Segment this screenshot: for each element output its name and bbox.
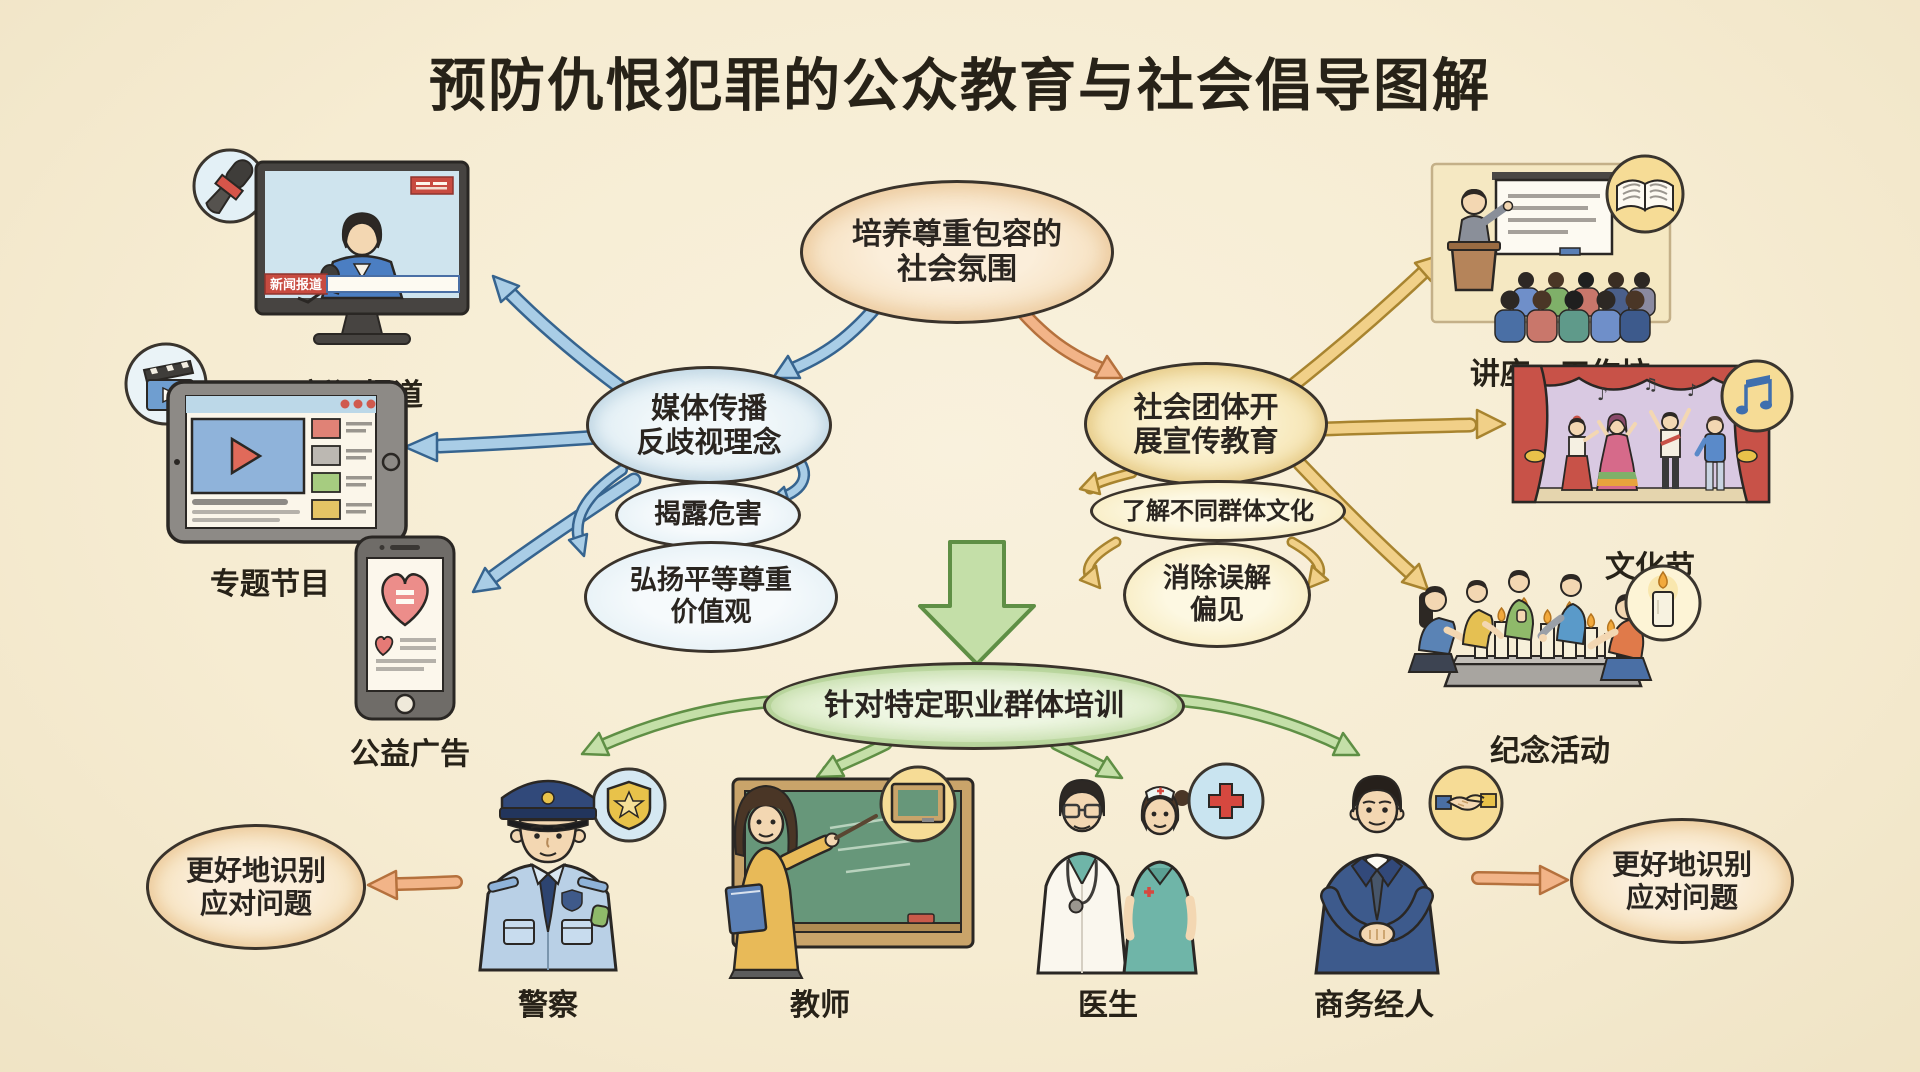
node-expose-harm: 揭露危害 — [615, 481, 801, 549]
psa-figure: 公益广告 — [350, 533, 470, 773]
open-book-icon — [1605, 154, 1685, 234]
page-title: 预防仇恨犯罪的公众教育与社会倡导图解 — [429, 53, 1491, 119]
memorial-figure: 纪念活动 — [1395, 552, 1705, 770]
teacher-figure: 教师 — [670, 758, 1000, 1023]
profession-label-teacher: 教师 — [790, 988, 850, 1023]
node-outcome-right-line1: 更好地识别 — [1611, 847, 1752, 881]
node-understand-cultures: 了解不同群体文化 — [1090, 480, 1346, 542]
node-training-text: 针对特定职业群体培训 — [824, 688, 1124, 724]
node-media: 媒体传播 反歧视理念 — [586, 366, 832, 484]
teacher-blackboard-icon — [724, 765, 975, 979]
lecture-figure: 讲座、工作坊 — [1430, 150, 1690, 393]
tablet-video-icon — [124, 342, 408, 544]
node-remove-bias: 消除误解 偏见 — [1123, 542, 1311, 648]
node-community-line1: 社会团体开 — [1133, 389, 1279, 424]
node-outcome-left-line2: 应对问题 — [199, 887, 312, 920]
node-outcome-left: 更好地识别 应对问题 — [146, 824, 366, 950]
doctor-nurse-icon — [1036, 762, 1265, 975]
node-promote-equality: 弘扬平等尊重 价值观 — [584, 541, 838, 653]
node-training: 针对特定职业群体培训 — [763, 662, 1185, 750]
node-understand-cultures-text: 了解不同群体文化 — [1122, 496, 1314, 525]
node-community-line2: 展宣传教育 — [1133, 424, 1279, 458]
red-cross-icon — [1187, 762, 1265, 840]
svg-text:♪: ♪ — [1597, 385, 1608, 405]
dancer-2 — [1595, 413, 1639, 491]
program-label: 专题节目 — [210, 567, 330, 602]
culture-festival-icon: ♪♫♪♪ — [1511, 359, 1794, 504]
svg-text:♪: ♪ — [1687, 381, 1698, 401]
memorial-label: 纪念活动 — [1490, 734, 1610, 769]
handshake-icon — [1428, 765, 1504, 841]
memorial-candles-icon — [1407, 564, 1702, 688]
dancer-1 — [1560, 415, 1599, 491]
tv-chyron-text: 新闻报道 — [270, 277, 322, 293]
doctor-figure: 医生 — [1010, 758, 1270, 1023]
profession-label-police: 警察 — [518, 988, 578, 1023]
microphone-icon — [205, 159, 254, 215]
police-figure: 警察 — [468, 758, 668, 1023]
node-promote-equality-line2: 价值观 — [670, 597, 752, 628]
svg-text:♫: ♫ — [1643, 375, 1658, 395]
mini-blackboard-icon — [879, 765, 957, 843]
node-goal: 培养尊重包容的 社会氛围 — [800, 180, 1114, 324]
dancer-4 — [1694, 416, 1726, 491]
profession-label-doctor: 医生 — [1078, 988, 1138, 1023]
psa-label: 公益广告 — [350, 737, 470, 772]
music-note-icon — [1720, 359, 1794, 433]
node-remove-bias-line1: 消除误解 — [1163, 563, 1271, 595]
phone-heart-icon — [354, 535, 456, 721]
node-remove-bias-line2: 偏见 — [1190, 595, 1244, 626]
node-outcome-right: 更好地识别 应对问题 — [1570, 818, 1794, 944]
node-community: 社会团体开 展宣传教育 — [1084, 362, 1328, 486]
program-figure: 专题节目 — [120, 340, 420, 603]
tv-news-icon: 新闻报道 — [192, 148, 470, 345]
police-officer-icon — [478, 767, 667, 972]
festival-figure: ♪♫♪♪ — [1505, 359, 1795, 586]
businessman-figure: 商务经人 — [1290, 758, 1510, 1023]
audience — [1494, 272, 1656, 343]
node-outcome-right-line2: 应对问题 — [1625, 881, 1738, 914]
node-goal-line1: 培养尊重包容的 — [852, 216, 1062, 252]
profession-label-businessman: 商务经人 — [1314, 988, 1434, 1023]
node-outcome-left-line1: 更好地识别 — [185, 853, 326, 887]
node-media-line1: 媒体传播 — [650, 390, 767, 425]
candle-icon — [1624, 564, 1702, 642]
node-promote-equality-line1: 弘扬平等尊重 — [630, 565, 792, 597]
lecture-workshop-icon — [1430, 154, 1685, 343]
businessman-icon — [1314, 765, 1504, 975]
kneeling-people — [1407, 570, 1653, 681]
node-media-line2: 反歧视理念 — [636, 425, 782, 459]
node-expose-harm-text: 揭露危害 — [654, 499, 762, 531]
dancer-3 — [1649, 408, 1691, 489]
police-badge-icon — [591, 767, 667, 843]
node-goal-line2: 社会氛围 — [897, 252, 1017, 287]
